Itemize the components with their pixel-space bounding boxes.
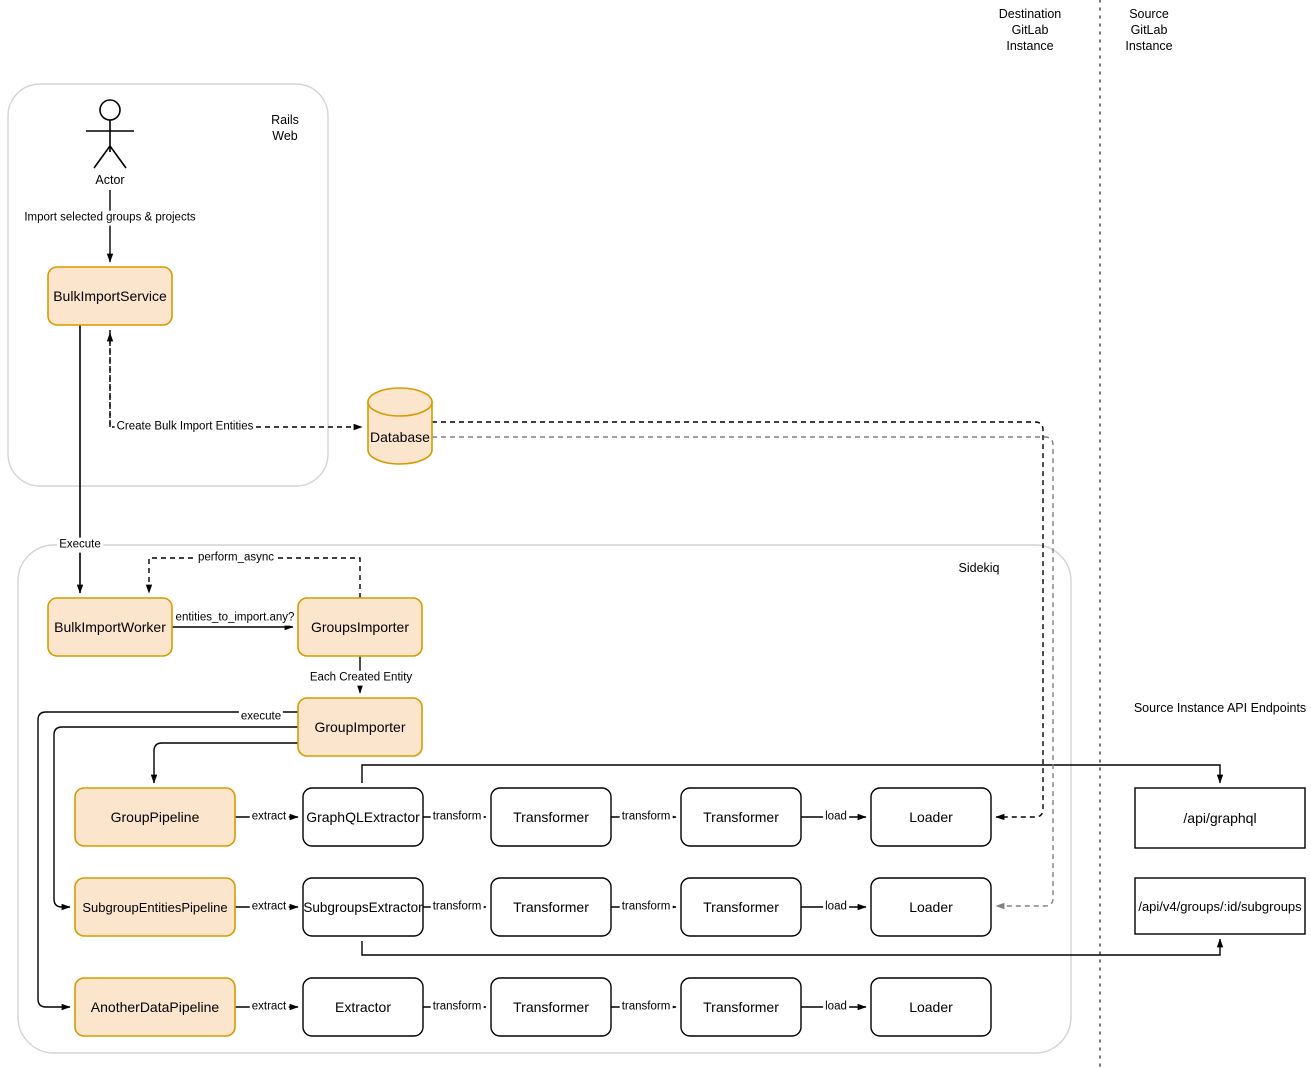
edge-label-transform-3a: transform — [430, 999, 484, 1015]
node-api-graphql[interactable] — [1134, 787, 1306, 849]
edge-label-load-1: load — [823, 809, 849, 825]
edge-label-transform-1a: transform — [430, 809, 484, 825]
edge-graphql-extractor-to-api-graphql — [361, 764, 1224, 784]
edge-label-load-2: load — [823, 899, 849, 915]
edge-group-importer-to-another-data-pipeline — [37, 711, 298, 1011]
node-loader-3[interactable] — [870, 977, 992, 1037]
edge-label-entities-to-import: entities_to_import.any? — [173, 610, 297, 626]
edge-service-to-database — [109, 330, 363, 431]
api-endpoint-nodes — [1134, 787, 1306, 935]
edge-subgroups-extractor-to-api-subgroups — [361, 938, 1224, 956]
edge-label-execute-pipeline: execute — [238, 709, 284, 725]
node-loader-1[interactable] — [870, 787, 992, 847]
edge-label-transform-3b: transform — [619, 999, 673, 1015]
node-graphql-extractor[interactable] — [302, 787, 424, 847]
node-extractor-3[interactable] — [302, 977, 424, 1037]
node-transformer-1a[interactable] — [490, 787, 612, 847]
zone-label-rails-web: Rails Web — [271, 113, 299, 143]
destination-instance-label: Destination GitLab Instance — [998, 7, 1062, 53]
source-instance-label: Source GitLab Instance — [1125, 7, 1173, 53]
node-api-subgroups[interactable] — [1134, 877, 1306, 935]
actor-icon — [86, 99, 134, 169]
node-database[interactable] — [367, 387, 433, 465]
edge-label-perform-async: perform_async — [195, 550, 277, 566]
node-transformer-2a[interactable] — [490, 877, 612, 937]
node-transformer-2b[interactable] — [680, 877, 802, 937]
edge-group-importer-to-subgroup-entities-pipeline — [53, 726, 298, 911]
edge-label-extract-1: extract — [249, 809, 289, 825]
edge-label-extract-3: extract — [249, 999, 289, 1015]
node-bulk-import-worker[interactable] — [47, 597, 173, 657]
white-nodes — [302, 787, 992, 1037]
node-subgroups-extractor[interactable] — [302, 877, 424, 937]
edge-label-execute-worker: Execute — [57, 537, 103, 553]
zone-sidekiq — [17, 544, 1072, 1054]
orange-nodes — [47, 266, 423, 1037]
node-loader-2[interactable] — [870, 877, 992, 937]
zone-boundaries — [7, 83, 1072, 1054]
node-transformer-1b[interactable] — [680, 787, 802, 847]
source-api-endpoints-label: Source Instance API Endpoints — [1133, 701, 1307, 715]
zone-label-sidekiq: Sidekiq — [958, 561, 1000, 575]
node-transformer-3a[interactable] — [490, 977, 612, 1037]
node-another-data-pipeline[interactable] — [74, 977, 236, 1037]
edge-label-transform-2b: transform — [619, 899, 673, 915]
edge-label-create-bulk-import-entities: Create Bulk Import Entities — [114, 419, 256, 435]
edge-label-import-selected: Import selected groups & projects — [22, 210, 198, 226]
node-bulk-import-service[interactable] — [47, 266, 173, 326]
edge-label-transform-2a: transform — [430, 899, 484, 915]
edge-label-load-3: load — [823, 999, 849, 1015]
edge-label-each-created-entity: Each Created Entity — [307, 670, 415, 686]
edge-label-transform-1b: transform — [619, 809, 673, 825]
node-transformer-3b[interactable] — [680, 977, 802, 1037]
node-subgroup-entities-pipeline[interactable] — [74, 877, 236, 937]
edge-group-importer-to-group-pipeline — [150, 742, 298, 784]
edge-database-to-loader-2 — [432, 436, 1054, 910]
node-group-importer[interactable] — [297, 697, 423, 757]
node-groups-importer[interactable] — [297, 597, 423, 657]
actor-label: Actor — [95, 173, 125, 187]
edge-label-extract-2: extract — [249, 899, 289, 915]
node-group-pipeline[interactable] — [74, 787, 236, 847]
edge-database-to-loader-1 — [432, 421, 1044, 821]
zone-rails-web — [7, 83, 329, 487]
